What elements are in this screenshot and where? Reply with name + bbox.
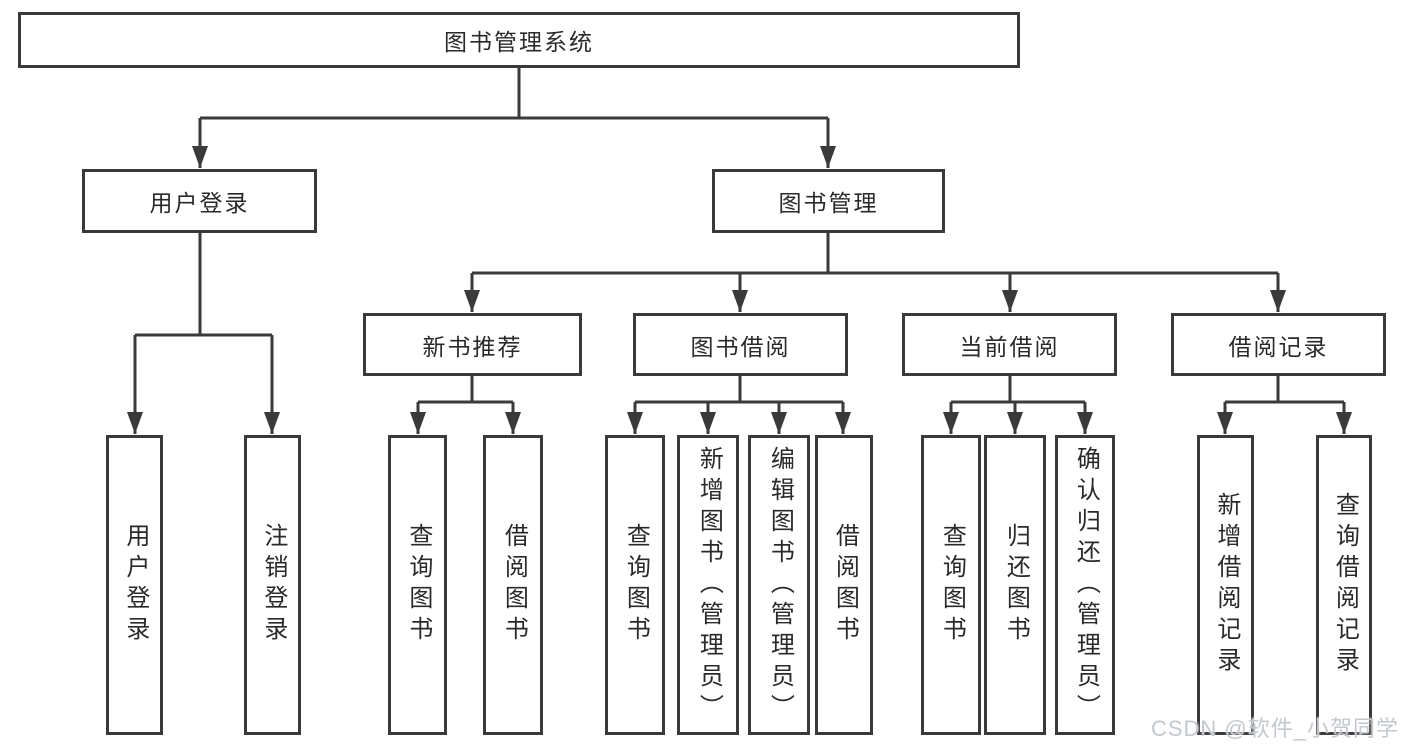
csdn-watermark: CSDN @软件_小贺同学 — [1150, 716, 1399, 741]
leaf-logout-login: 注销登录 — [244, 435, 301, 735]
connector-rails — [135, 68, 1344, 404]
leaf-records-query-borrow-record: 查询借阅记录 — [1316, 435, 1372, 735]
leaf-recommend-borrow-book: 借阅图书 — [483, 435, 543, 735]
node-user-login: 用户登录 — [82, 169, 317, 233]
node-new-book-recommend: 新书推荐 — [363, 313, 582, 376]
leaf-current-return-book: 归还图书 — [984, 435, 1046, 735]
node-current-borrow: 当前借阅 — [902, 313, 1117, 376]
node-root-library-system: 图书管理系统 — [18, 12, 1020, 68]
leaf-records-add-borrow-record: 新增借阅记录 — [1197, 435, 1254, 735]
leaf-borrow-add-book-admin: 新增图书（管理员） — [677, 435, 739, 735]
leaf-current-query-book: 查询图书 — [921, 435, 981, 735]
node-book-management: 图书管理 — [712, 169, 945, 233]
leaf-recommend-query-book: 查询图书 — [388, 435, 447, 735]
leaf-borrow-edit-book-admin: 编辑图书（管理员） — [748, 435, 810, 735]
leaf-borrow-query-book: 查询图书 — [605, 435, 665, 735]
node-book-borrow: 图书借阅 — [633, 313, 848, 376]
leaf-current-confirm-return-admin: 确认归还（管理员） — [1055, 435, 1115, 735]
node-borrow-records: 借阅记录 — [1171, 313, 1386, 376]
leaf-user-login: 用户登录 — [106, 435, 163, 735]
leaf-borrow-borrow-book: 借阅图书 — [815, 435, 873, 735]
